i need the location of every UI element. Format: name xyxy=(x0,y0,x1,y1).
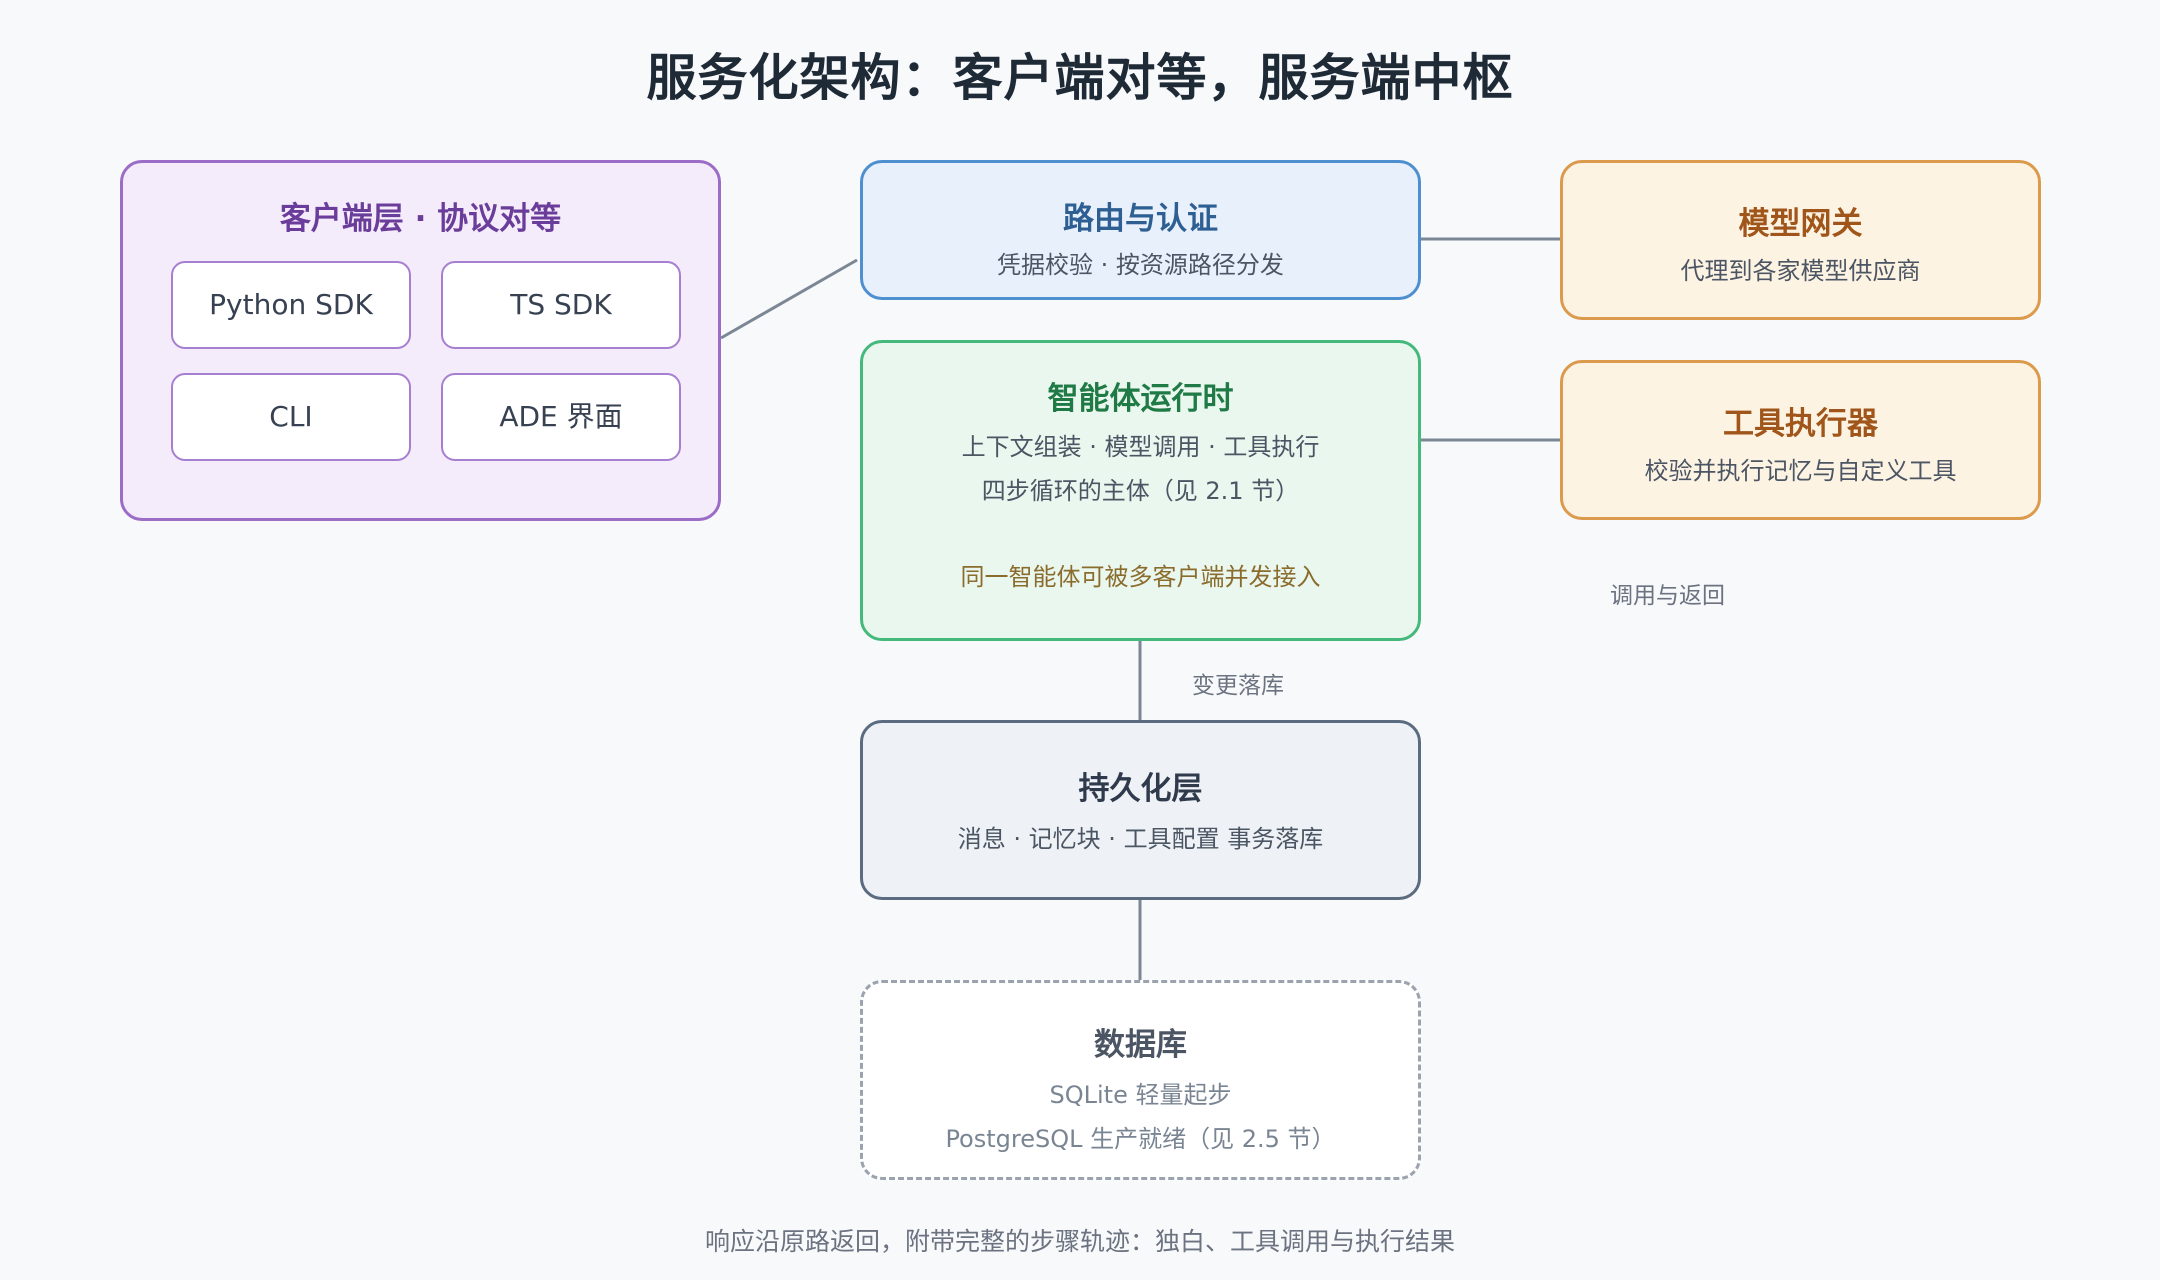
footer-note: 响应沿原路返回，附带完整的步骤轨迹：独白、工具调用与执行结果 xyxy=(704,1227,1455,1256)
database-box: 数据库 SQLite 轻量起步 PostgreSQL 生产就绪（见 2.5 节） xyxy=(860,980,1421,1180)
persistence-title: 持久化层 xyxy=(1078,771,1203,807)
runtime-title: 智能体运行时 xyxy=(1047,381,1234,417)
client-cli: CLI xyxy=(171,373,411,461)
gateway-desc: 代理到各家模型供应商 xyxy=(1680,257,1921,285)
database-title: 数据库 xyxy=(1094,1027,1187,1063)
database-desc-1: SQLite 轻量起步 xyxy=(1049,1081,1232,1109)
database-desc-2: PostgreSQL 生产就绪（见 2.5 节） xyxy=(945,1125,1336,1153)
runtime-note: 同一智能体可被多客户端并发接入 xyxy=(960,563,1321,591)
persistence-desc: 消息 · 记忆块 · 工具配置 事务落库 xyxy=(957,825,1324,853)
tool-executor-desc: 校验并执行记忆与自定义工具 xyxy=(1644,457,1957,485)
connector-client-routing xyxy=(720,258,858,340)
runtime-desc-1: 上下文组装 · 模型调用 · 工具执行 xyxy=(961,433,1320,461)
diagram-title: 服务化架构：客户端对等，服务端中枢 xyxy=(646,49,1514,107)
model-gateway-box: 模型网关 代理到各家模型供应商 xyxy=(1560,160,2041,320)
client-layer-box: 客户端层 · 协议对等 Python SDK TS SDK CLI ADE 界面 xyxy=(120,160,721,521)
edge-label-commit: 变更落库 xyxy=(1192,673,1284,699)
client-python-sdk: Python SDK xyxy=(171,261,411,349)
gateway-title: 模型网关 xyxy=(1738,206,1863,242)
client-ts-sdk: TS SDK xyxy=(441,261,681,349)
tool-executor-box: 工具执行器 校验并执行记忆与自定义工具 xyxy=(1560,360,2041,520)
routing-title: 路由与认证 xyxy=(1063,201,1218,237)
agent-runtime-box: 智能体运行时 上下文组装 · 模型调用 · 工具执行 四步循环的主体（见 2.1… xyxy=(860,340,1421,641)
routing-desc: 凭据校验 · 按资源路径分发 xyxy=(997,251,1284,279)
runtime-desc-2: 四步循环的主体（见 2.1 节） xyxy=(981,477,1300,505)
client-ade: ADE 界面 xyxy=(441,373,681,461)
persistence-layer-box: 持久化层 消息 · 记忆块 · 工具配置 事务落库 xyxy=(860,720,1421,900)
client-layer-title: 客户端层 · 协议对等 xyxy=(279,201,562,237)
edge-label-call-return: 调用与返回 xyxy=(1610,583,1725,609)
routing-auth-box: 路由与认证 凭据校验 · 按资源路径分发 xyxy=(860,160,1421,300)
tool-executor-title: 工具执行器 xyxy=(1723,406,1878,442)
